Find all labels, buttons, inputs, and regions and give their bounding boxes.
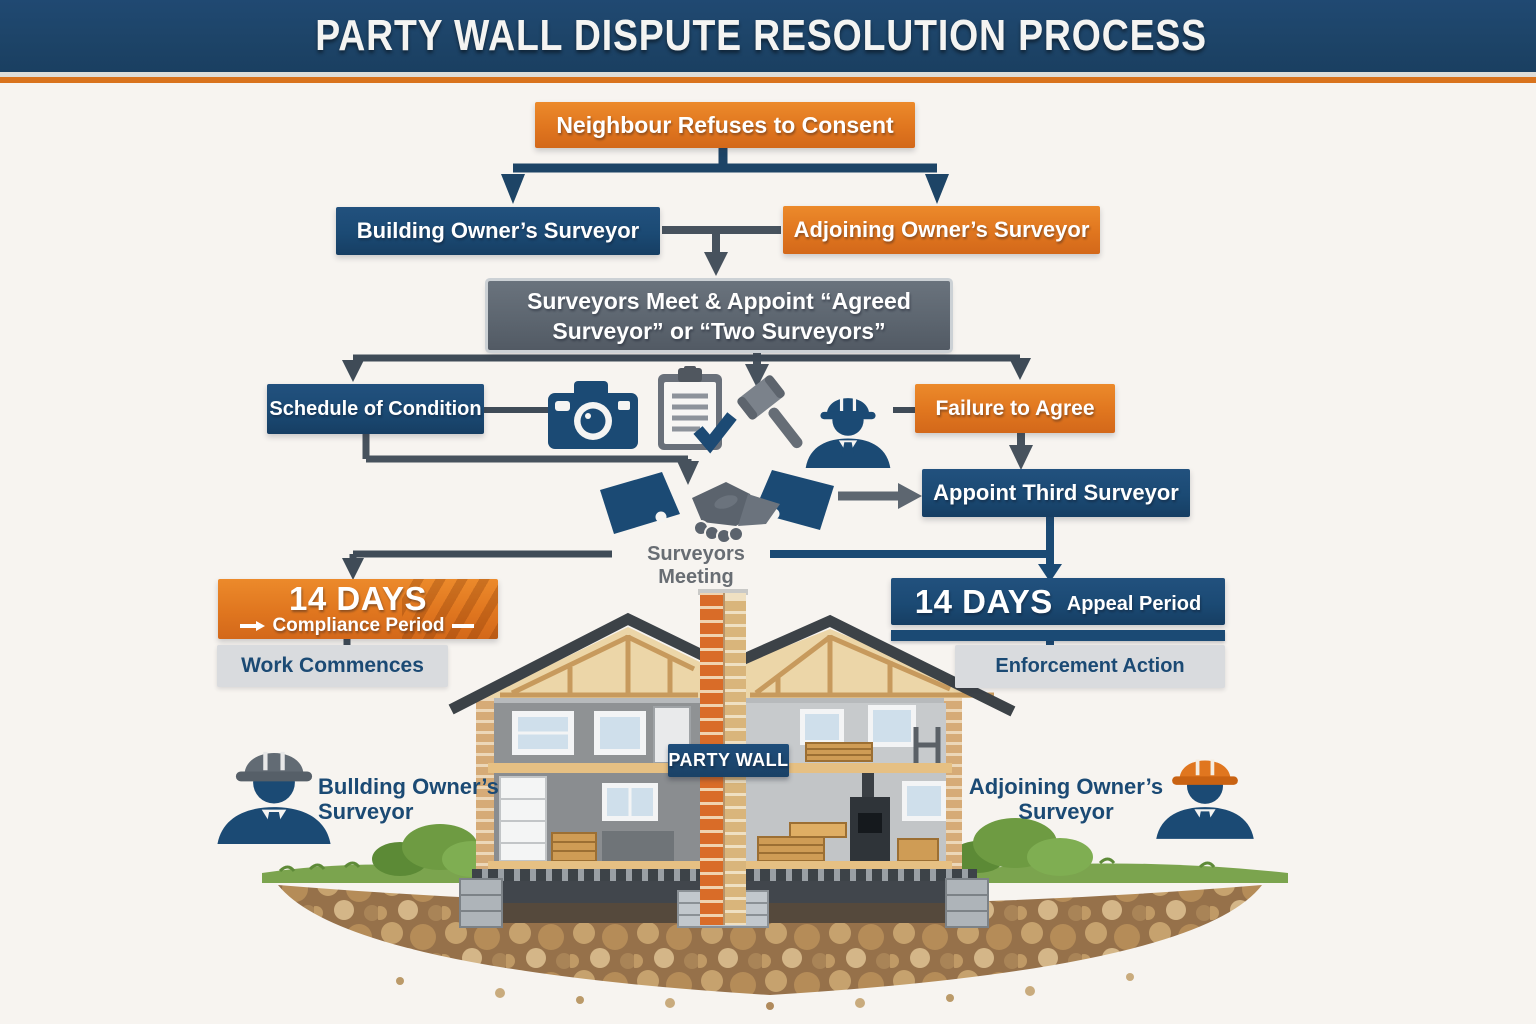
header-divider [0, 72, 1536, 77]
caption-line1: Adjoining Owner’s [968, 774, 1164, 799]
box-appoint-third-surveyor-label: Appoint Third Surveyor [933, 480, 1179, 505]
roof-right [736, 614, 1016, 717]
connector-failure-appoint [1009, 433, 1033, 470]
building-owner-surveyor-caption: Bullding Owner’s Surveyor [318, 774, 499, 824]
dash-decoration [451, 623, 474, 628]
hardhat-surveyor-right-icon [1156, 759, 1254, 839]
connector-top-split [501, 148, 949, 204]
appeal-days: 14 DAYS [914, 582, 1053, 620]
box-surveyors-meet: Surveyors Meet & Appoint “Agreed Surveyo… [488, 281, 950, 350]
box-building-owner-surveyor: Building Owner’s Surveyor [336, 207, 660, 255]
box-neighbour-refuses-label: Neighbour Refuses to Consent [556, 111, 894, 138]
appeal-underline-bar [891, 630, 1225, 641]
connector-appoint-appeal [770, 517, 1062, 582]
box-adjoining-owner-surveyor: Adjoining Owner’s Surveyor [783, 206, 1100, 254]
enforcement-action-label: Enforcement Action [995, 655, 1185, 677]
box-building-owner-surveyor-label: Building Owner’s Surveyor [356, 218, 640, 243]
header-accent-line [0, 77, 1536, 83]
connector-meeting-appoint [838, 483, 922, 509]
roof-left [448, 612, 710, 715]
connector-branch-line [342, 354, 1031, 413]
connector-meeting-compliance [342, 550, 612, 580]
hardhat-surveyor-left-icon [217, 751, 331, 844]
adjoining-owner-surveyor-caption: Adjoining Owner’s Surveyor [960, 774, 1172, 824]
gavel-icon [737, 375, 803, 449]
box-enforcement-action: Enforcement Action [955, 645, 1225, 688]
handshake-icon [600, 470, 834, 544]
appeal-label: Appeal Period [1066, 593, 1202, 615]
box-failure-to-agree: Failure to Agree [915, 384, 1115, 433]
diagonal-stripes-decoration [402, 579, 498, 639]
connector-surveyors-merge [662, 226, 781, 276]
box-appeal-period: 14 DAYS Appeal Period [891, 578, 1225, 625]
box-failure-to-agree-label: Failure to Agree [935, 396, 1095, 420]
caption-line1: Bullding Owner’s [318, 774, 499, 799]
box-surveyors-meet-line1: Surveyors Meet & Appoint “Agreed [527, 287, 911, 314]
connector-schedule-meeting [362, 434, 699, 485]
box-surveyors-meet-line2: Surveyor” or “Two Surveyors” [552, 317, 886, 344]
caption-line2: Surveyor [1018, 799, 1114, 824]
surveyor-icon [805, 398, 891, 468]
work-commences-label: Work Commences [241, 654, 424, 677]
header-bar [0, 0, 1536, 72]
box-adjoining-owner-surveyor-label: Adjoining Owner’s Surveyor [793, 217, 1090, 242]
box-work-commences: Work Commences [217, 645, 448, 687]
compliance-label: Compliance Period [272, 614, 445, 636]
box-appoint-third-surveyor: Appoint Third Surveyor [922, 469, 1190, 517]
compliance-days: 14 DAYS [288, 579, 428, 617]
box-compliance-period: 14 DAYS Compliance Period [218, 579, 498, 639]
box-schedule-of-condition: Schedule of Condition [267, 384, 484, 434]
surveyors-meeting-label: Surveyors Meeting [647, 543, 745, 588]
small-arrow-icon [240, 620, 266, 631]
party-wall-sign-label: PARTY WALL [668, 750, 789, 770]
box-neighbour-refuses: Neighbour Refuses to Consent [535, 102, 915, 148]
party-wall-sign: PARTY WALL [668, 744, 789, 777]
box-schedule-of-condition-label: Schedule of Condition [269, 397, 482, 420]
camera-icon [548, 381, 638, 449]
caption-line2: Surveyor [318, 799, 414, 824]
clipboard-icon [658, 366, 737, 454]
page-title: PARTY WALL DISPUTE RESOLUTION PROCESS [315, 11, 1207, 60]
